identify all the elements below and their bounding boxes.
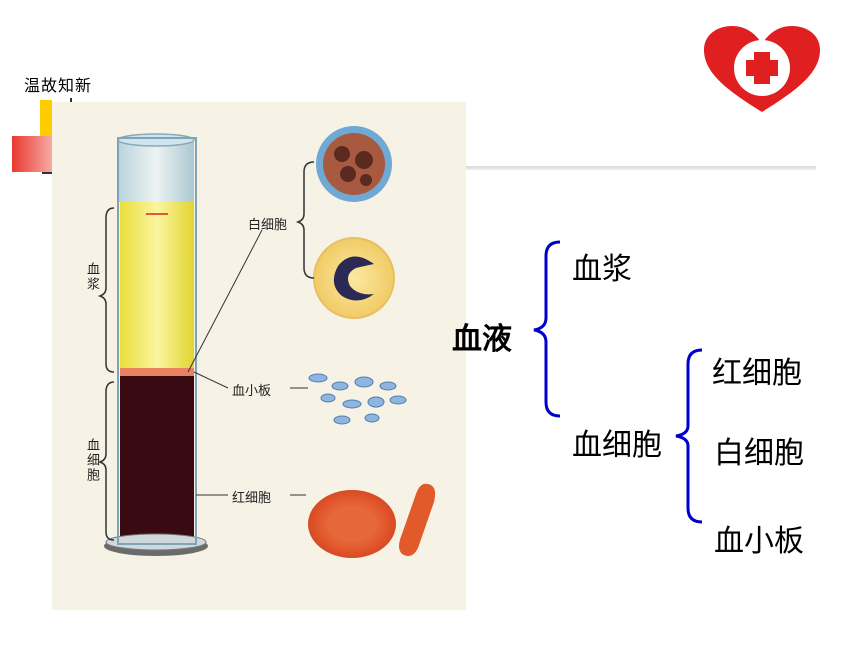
cylinder-glass-top xyxy=(118,138,194,202)
decorative-yellow-block xyxy=(40,100,52,136)
blood-cylinder-illustration xyxy=(97,126,436,558)
tree-root-blood: 血液 xyxy=(452,322,512,357)
decorative-tick xyxy=(42,172,52,174)
blood-cells-label: 血细胞 xyxy=(84,438,99,483)
white-blood-cell xyxy=(313,237,395,319)
buffy-coat-layer xyxy=(120,368,194,376)
red-cells-label: 红细胞 xyxy=(232,491,272,506)
plasma-label: 血浆 xyxy=(84,262,99,292)
tree-leaf-platelets: 血小板 xyxy=(714,524,804,559)
brace-blood-cells xyxy=(675,348,703,524)
platelets-label: 血小板 xyxy=(232,384,272,399)
header-divider xyxy=(466,166,816,170)
section-title: 温故知新 xyxy=(24,76,93,95)
tree-branch-blood-cells: 血细胞 xyxy=(572,428,662,463)
red-blood-cell-side xyxy=(399,483,436,556)
decorative-red-block xyxy=(12,136,56,172)
brace-blood xyxy=(533,240,561,418)
blood-composition-figure: 血浆 血细胞 白细胞 血小板 红细胞 xyxy=(52,102,466,610)
red-cell-layer xyxy=(120,376,194,546)
plasma-layer xyxy=(120,202,194,372)
platelets xyxy=(308,373,407,425)
tree-leaf-red-cells: 红细胞 xyxy=(712,356,802,391)
white-cells-label: 白细胞 xyxy=(248,218,288,233)
tree-leaf-white-cells: 白细胞 xyxy=(714,436,804,471)
red-heart-cross-icon xyxy=(704,26,820,112)
tree-branch-plasma: 血浆 xyxy=(572,252,632,287)
